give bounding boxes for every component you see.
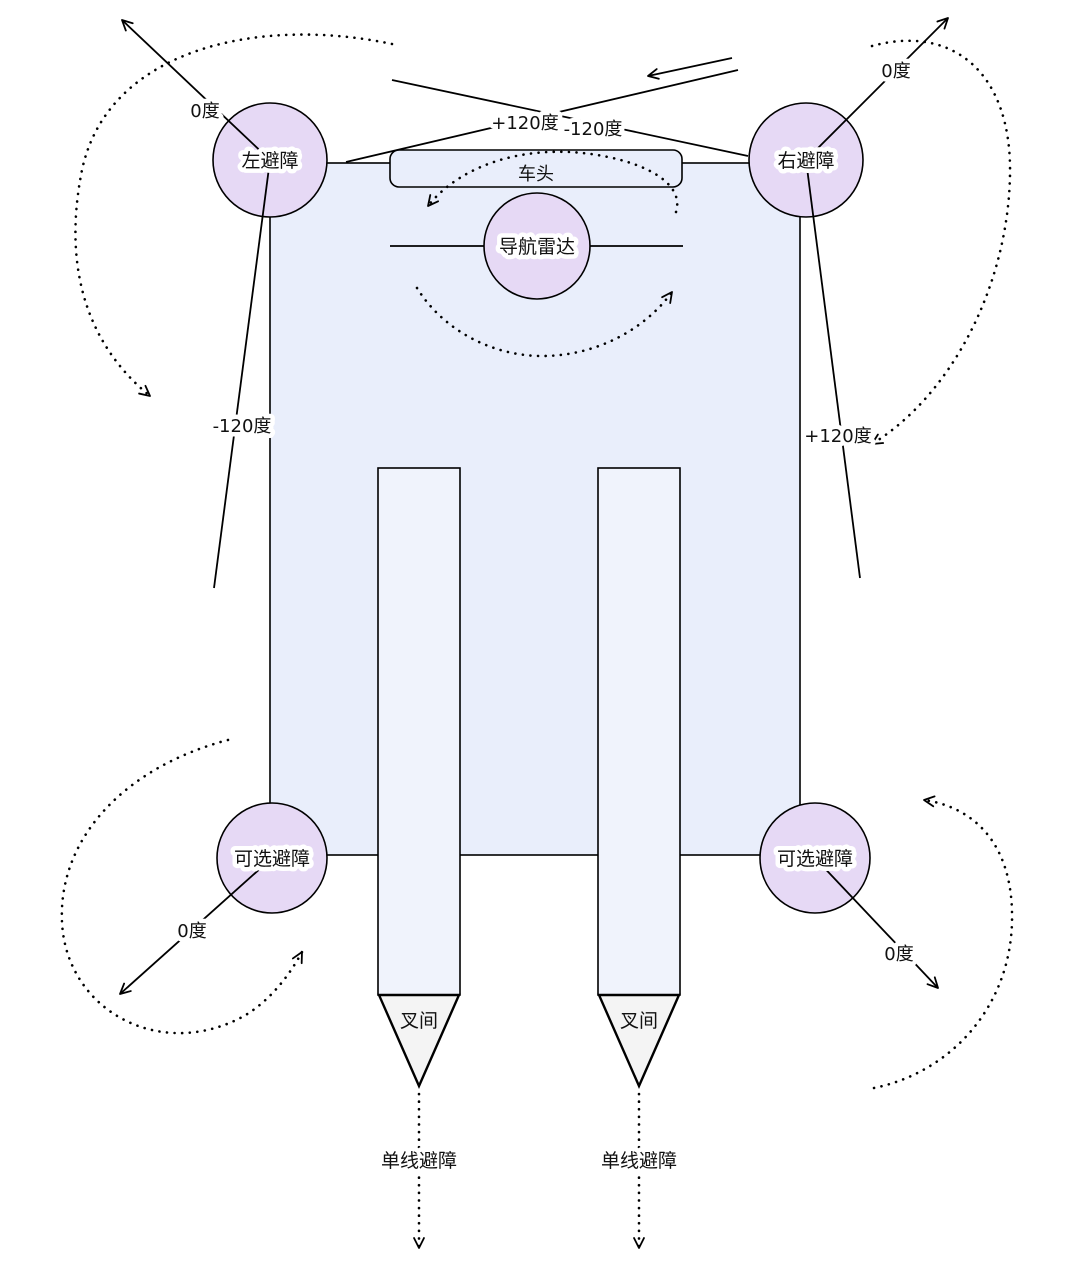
angle-left-minus120: -120度	[213, 416, 272, 437]
right-sensor-zero-axis	[805, 17, 949, 161]
single-line-left-label: 单线避障	[381, 1150, 457, 1172]
radar-fov-arc-lower	[415, 286, 674, 358]
vehicle-head-label: 车头	[518, 164, 554, 185]
left-sensor-zero-axis	[121, 19, 271, 161]
optional-right-zero-axis	[814, 857, 939, 989]
fork-tip-left-label: 叉间	[400, 1010, 438, 1032]
right-sensor-fov-arc	[870, 39, 1012, 446]
fork-tip-left	[377, 993, 461, 1089]
angle-bottom-right-zero: 0度	[884, 944, 913, 965]
nav-radar-label: 导航雷达	[499, 236, 575, 258]
right-avoidance-label: 右避障	[777, 150, 834, 172]
optional-avoidance-left-label: 可选避障	[234, 848, 310, 870]
fork-tine-right	[597, 467, 681, 996]
angle-top-right-zero: 0度	[881, 61, 910, 82]
fork-tip-right-label: 叉间	[620, 1010, 658, 1032]
radar-fov-boundary-line-1	[345, 69, 739, 163]
radar-fov-boundary-line-2	[391, 79, 749, 157]
radar-direction-arrow	[647, 57, 733, 80]
single-line-right-label: 单线避障	[601, 1150, 677, 1172]
optional-right-fov-arc	[872, 795, 1014, 1090]
angle-top-left-zero: 0度	[190, 101, 219, 122]
angle-top-minus120: -120度	[564, 119, 623, 140]
radar-fov-arc-upper	[426, 150, 679, 214]
angle-right-plus120: +120度	[804, 426, 871, 447]
optional-avoidance-right-label: 可选避障	[777, 848, 853, 870]
right-sensor-plus120-axis	[805, 159, 861, 579]
fork-tip-right	[597, 993, 681, 1089]
angle-top-plus120: +120度	[491, 113, 558, 134]
left-sensor-minus120-axis	[213, 159, 271, 589]
optional-left-fov-arc	[60, 738, 304, 1035]
angle-bottom-left-zero: 0度	[177, 921, 206, 942]
nav-radar-sensor	[483, 192, 591, 300]
optional-left-zero-axis	[119, 857, 273, 995]
left-sensor-fov-arc	[74, 33, 394, 398]
fork-tine-left	[377, 467, 461, 996]
left-avoidance-label: 左避障	[241, 150, 298, 172]
vehicle-head-box	[389, 149, 683, 188]
